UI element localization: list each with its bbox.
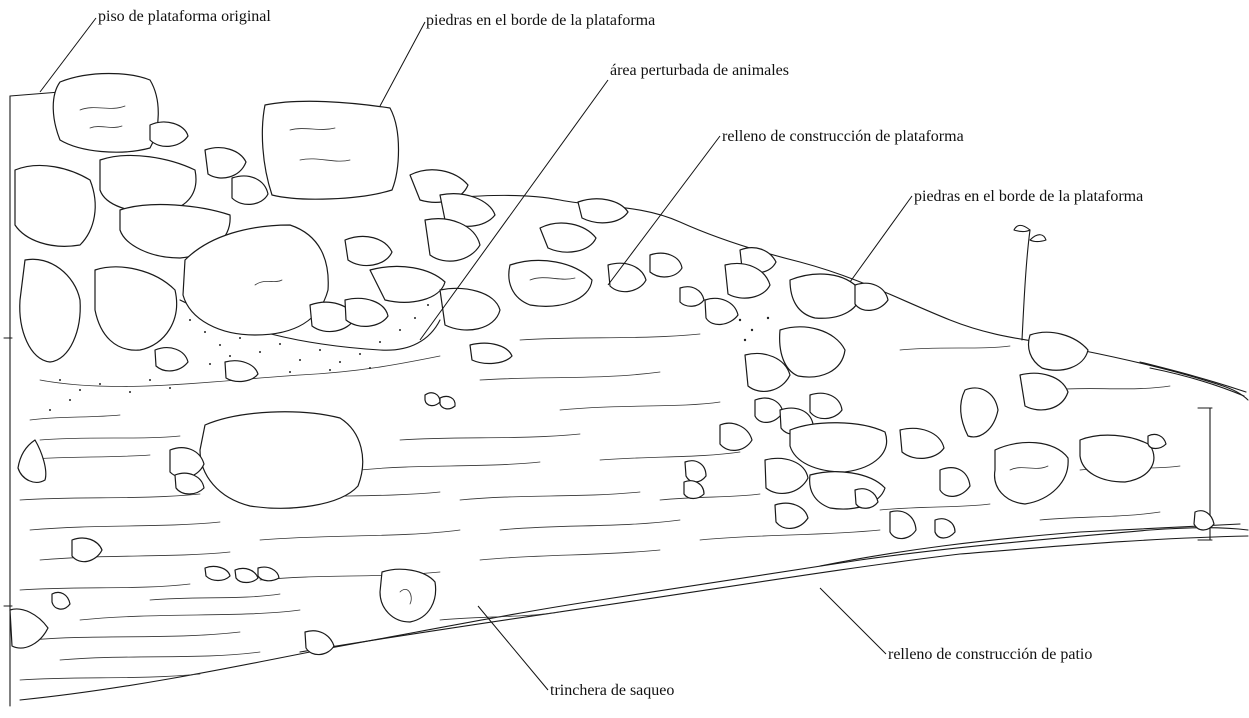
platform-surface-line bbox=[419, 194, 1249, 401]
label-disturbed-area: área perturbada de animales bbox=[610, 62, 790, 79]
label-edge-stones-right: piedras en el borde de la plataforma bbox=[914, 188, 1144, 205]
section-frame bbox=[3, 91, 1213, 707]
stones bbox=[9, 72, 1215, 656]
fill-hatching bbox=[19, 333, 1181, 681]
patio-trench-boundary bbox=[19, 523, 1249, 701]
label-original-floor: piso de plataforma original bbox=[98, 8, 271, 25]
leader-lines bbox=[39, 17, 913, 691]
label-patio-fill: relleno de construcción de patio bbox=[888, 646, 1093, 663]
label-platform-fill: relleno de construcción de plataforma bbox=[722, 128, 964, 145]
label-looters-trench: trinchera de saqueo bbox=[550, 682, 675, 699]
label-edge-stones-top: piedras en el borde de la plataforma bbox=[426, 12, 656, 29]
